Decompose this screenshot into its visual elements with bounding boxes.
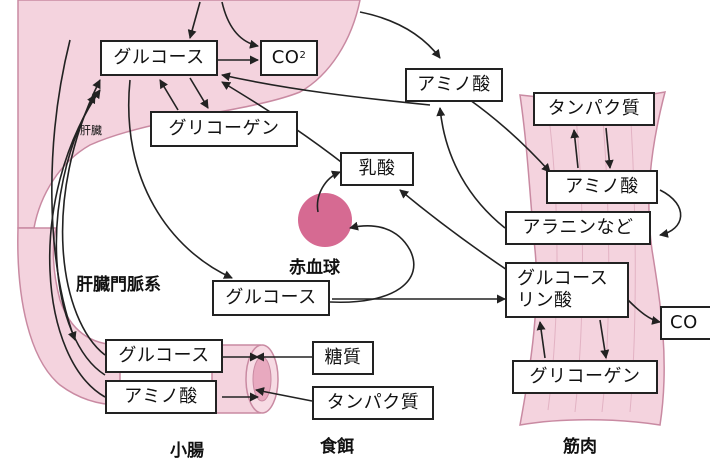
intestine-glucose-box: グルコース [105,339,223,373]
arrow-aminoacid-to-glucose [221,72,431,106]
muscle-protein-box: タンパク質 [533,92,655,126]
arrow-glycogen-to-glucosephosphate [536,321,546,359]
red-blood-cell-shape [298,193,352,247]
small-intestine-label: 小腸 [170,441,204,461]
muscle-co2-box: CO [660,306,710,340]
muscle-label: 筋肉 [563,437,597,457]
arrow-muscle-to-lactate [399,189,511,273]
liver-co2-text: CO [271,47,300,68]
arrow-glucosephosphate-to-glycogen [599,319,610,359]
arrow-aminoacid-to-muscle [469,99,551,173]
arrow-aminoacid-to-alanine [659,189,682,238]
liver-glucose-box: グルコース [100,40,218,76]
arrow-protein-to-aminoacid [604,127,614,169]
arrow-intestine-to-liver-3 [55,94,106,376]
arrow-protein-to-intestine [255,387,313,402]
arrow-intestine-aminoacid-to-liver [48,89,106,398]
food-label: 食餌 [320,437,354,457]
muscle-aminoacid-box: アミノ酸 [546,170,658,204]
muscle-glucose-phosphate-line2: リン酸 [517,290,573,311]
red-blood-cell-label: 赤血球 [289,258,340,278]
muscle-glycogen-box: グリコーゲン [512,360,658,394]
blood-aminoacid-box: アミノ酸 [405,68,503,102]
portal-vein-shape [17,227,121,406]
blood-glucose-box: グルコース [212,280,330,316]
muscle-glucose-phosphate-line1: グルコース [517,267,609,289]
liver-label: 肝臓 [80,124,102,137]
liver-co2-subscript: 2 [299,50,307,61]
arrow-liver-to-aminoacid [359,11,441,59]
arrow-glucose-to-glycogen [189,77,209,109]
arrow-liver-to-glucose-top [187,1,201,39]
arrow-liver-to-co2 [221,1,259,49]
food-protein-box: タンパク質 [312,386,434,420]
arrow-glucosephosphate-to-co2 [627,299,661,325]
arrow-glucose-to-blood-glucose [128,79,233,279]
portal-vein-label: 肝臓門脈系 [76,275,161,295]
muscle-glucose-phosphate-box: グルコース リン酸 [505,262,629,318]
arrow-aminoacid-to-protein [570,129,580,169]
arrow-alanine-to-aminoacid [436,107,506,229]
arrow-intestine-glucose-to-liver [61,79,106,356]
muscle-alanine-box: アラニンなど [505,211,651,245]
arrow-liver-left-down [51,39,77,341]
arrow-glycogen-to-glucose [159,79,179,111]
blood-lactate-box: 乳酸 [340,152,414,186]
arrow-rbc-to-lactate [316,170,341,213]
food-sugar-box: 糖質 [312,341,374,375]
liver-glycogen-box: グリコーゲン [150,111,298,147]
intestine-aminoacid-box: アミノ酸 [105,380,217,414]
